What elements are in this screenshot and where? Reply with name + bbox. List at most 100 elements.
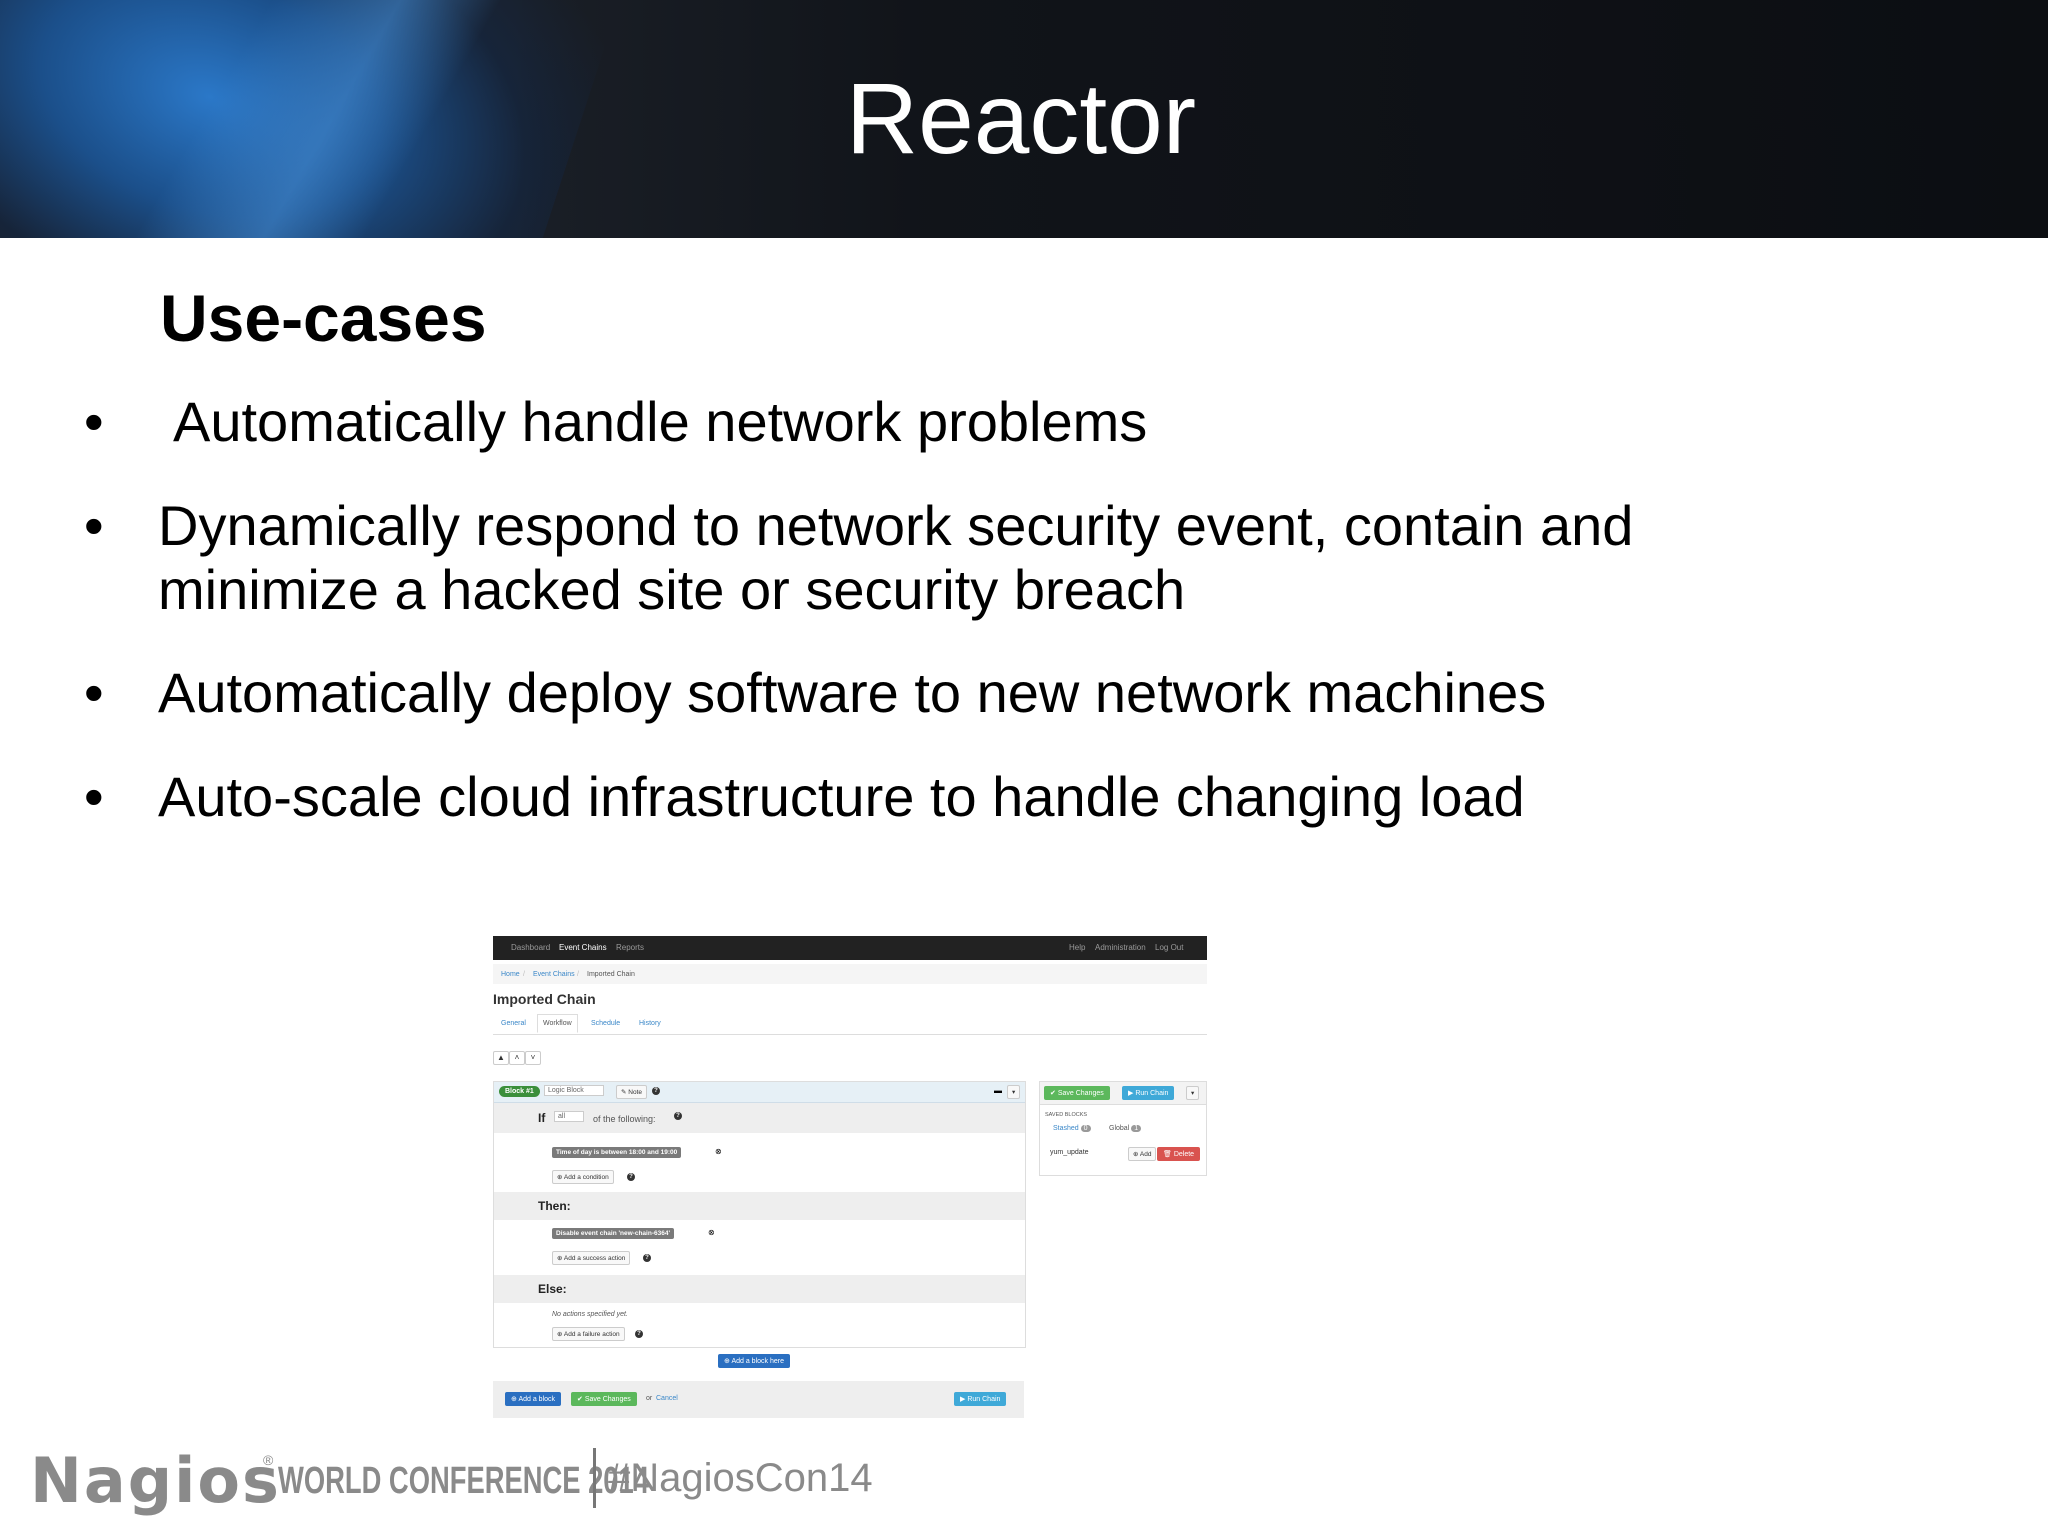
slide-subtitle: Use-cases — [160, 281, 487, 355]
add-success-action-button[interactable]: ⊕ Add a success action — [552, 1251, 631, 1265]
if-label: If — [538, 1111, 546, 1125]
run-chain-label: Run Chain — [967, 1396, 1001, 1403]
nav-administration[interactable]: Administration — [1095, 943, 1146, 952]
slide-title-text: Reactor — [845, 63, 1197, 175]
header-banner — [0, 0, 2048, 238]
add-block-here-button[interactable]: ⊕ Add a block here — [718, 1354, 790, 1368]
else-label: Else: — [538, 1282, 567, 1296]
top-navbar: Dashboard Event Chains Reports Help Admi… — [493, 936, 1207, 960]
tab-stashed-label: Stashed — [1053, 1125, 1079, 1132]
add-block-label: Add a block — [518, 1396, 556, 1403]
breadcrumb-home[interactable]: Home — [501, 971, 520, 978]
comment-icon[interactable]: ▬ — [994, 1086, 1002, 1095]
help-icon[interactable]: ? — [652, 1087, 660, 1095]
side-run-label: Run Chain — [1135, 1090, 1169, 1097]
side-run-button[interactable]: ▶ Run Chain — [1122, 1086, 1175, 1100]
nav-event-chains[interactable]: Event Chains — [559, 943, 607, 952]
remove-condition-icon[interactable]: ⊗ — [715, 1147, 722, 1156]
tab-workflow[interactable]: Workflow — [537, 1014, 578, 1033]
bullet-text: Automatically deploy software to new net… — [158, 661, 1547, 724]
delete-saved-label: Delete — [1173, 1151, 1195, 1158]
if-band: If all of the following: ? — [494, 1103, 1025, 1133]
bullet-text: Automatically handle network problems — [173, 390, 1148, 453]
global-count-badge: 1 — [1131, 1125, 1142, 1132]
breadcrumb-current: Imported Chain — [587, 971, 635, 978]
help-icon[interactable]: ? — [643, 1254, 651, 1262]
save-changes-button[interactable]: ✔ Save Changes — [571, 1392, 637, 1406]
cancel-link[interactable]: Cancel — [656, 1395, 678, 1402]
upload-icon[interactable]: ▲ — [493, 1051, 509, 1065]
add-failure-label: Add a failure action — [563, 1331, 620, 1338]
add-saved-block-button[interactable]: ⊕ Add — [1128, 1147, 1157, 1161]
run-chain-button[interactable]: ▶ Run Chain — [954, 1392, 1007, 1406]
nav-reports[interactable]: Reports — [616, 943, 645, 952]
success-action-pill[interactable]: Disable event chain 'new-chain-6364' — [552, 1228, 674, 1239]
nav-help[interactable]: Help — [1069, 943, 1086, 952]
add-condition-label: Add a condition — [563, 1174, 609, 1181]
event-name: WORLD CONFERENCE 2014 — [278, 1460, 649, 1502]
nagios-logo: Nagios — [30, 1444, 281, 1517]
bullet-dot: • — [84, 661, 104, 724]
help-icon[interactable]: ? — [635, 1330, 643, 1338]
if-suffix: of the following: — [593, 1114, 656, 1124]
tab-bar: General Workflow Schedule History — [493, 1014, 1207, 1035]
page-title: Imported Chain — [493, 991, 596, 1007]
block-header: Block #1 Logic Block ✎ Note ? ▬ ▾ — [494, 1082, 1025, 1103]
remove-action-icon[interactable]: ⊗ — [708, 1228, 715, 1237]
then-band: Then: — [494, 1192, 1025, 1220]
nav-logout[interactable]: Log Out — [1155, 943, 1184, 952]
block-menu-caret[interactable]: ▾ — [1007, 1085, 1021, 1099]
bullet-dot: • — [84, 765, 104, 828]
add-block-button[interactable]: ⊕ Add a block — [505, 1392, 562, 1406]
logo-divider — [593, 1448, 596, 1508]
saved-blocks-panel: ✔ Save Changes ▶ Run Chain ▾ SAVED BLOCK… — [1039, 1081, 1207, 1176]
side-save-button[interactable]: ✔ Save Changes — [1044, 1086, 1110, 1100]
if-mode-select[interactable]: all — [554, 1111, 584, 1122]
bullet-text: Auto-scale cloud infrastructure to handl… — [158, 765, 1525, 828]
save-changes-label: Save Changes — [584, 1396, 631, 1403]
then-label: Then: — [538, 1199, 571, 1213]
side-menu-caret[interactable]: ▾ — [1186, 1086, 1200, 1100]
tab-history[interactable]: History — [639, 1020, 661, 1027]
slide-title: Reactor — [0, 62, 2048, 177]
tab-global[interactable]: Global 1 — [1109, 1125, 1142, 1132]
help-icon[interactable]: ? — [674, 1112, 682, 1120]
banner-shade — [0, 0, 2048, 238]
block-panel: Block #1 Logic Block ✎ Note ? ▬ ▾ If all… — [493, 1081, 1026, 1348]
saved-block-item: yum_update — [1050, 1149, 1089, 1156]
tab-global-label: Global — [1109, 1125, 1130, 1132]
bullet-dot: • — [84, 390, 104, 453]
breadcrumb: Home / Event Chains / Imported Chain — [493, 964, 1207, 984]
tab-general[interactable]: General — [501, 1020, 526, 1027]
help-icon[interactable]: ? — [627, 1173, 635, 1181]
breadcrumb-event-chains[interactable]: Event Chains — [533, 971, 575, 978]
tab-stashed[interactable]: Stashed 0 — [1053, 1125, 1091, 1132]
side-save-label: Save Changes — [1057, 1090, 1104, 1097]
side-actions: ✔ Save Changes ▶ Run Chain ▾ — [1040, 1082, 1206, 1105]
chevron-up-icon[interactable]: ˄ — [509, 1051, 525, 1065]
breadcrumb-separator: / — [523, 971, 525, 978]
note-button-label: Note — [628, 1089, 642, 1096]
note-button[interactable]: ✎ Note — [616, 1085, 647, 1099]
no-actions-text: No actions specified yet. — [552, 1311, 628, 1318]
footer-actions: ⊕ Add a block ✔ Save Changes or Cancel ▶… — [493, 1381, 1024, 1418]
add-failure-action-button[interactable]: ⊕ Add a failure action — [552, 1327, 625, 1341]
block-type-select[interactable]: Logic Block — [544, 1085, 604, 1096]
add-block-here-label: Add a block here — [731, 1358, 784, 1365]
stashed-count-badge: 0 — [1080, 1125, 1091, 1132]
breadcrumb-separator: / — [577, 971, 579, 978]
else-band: Else: — [494, 1275, 1025, 1303]
nav-dashboard[interactable]: Dashboard — [511, 943, 551, 952]
add-condition-button[interactable]: ⊕ Add a condition — [552, 1170, 614, 1184]
saved-blocks-heading: SAVED BLOCKS — [1045, 1112, 1088, 1118]
condition-pill[interactable]: Time of day is between 18:00 and 19:00 — [552, 1147, 682, 1158]
bullet-text: Dynamically respond to network security … — [158, 494, 1634, 621]
registered-mark: ® — [263, 1452, 274, 1468]
tab-schedule[interactable]: Schedule — [591, 1020, 621, 1027]
embedded-app-screenshot: Dashboard Event Chains Reports Help Admi… — [493, 936, 1207, 1418]
delete-saved-block-button[interactable]: 🗑 Delete — [1157, 1147, 1201, 1161]
bullet-dot: • — [84, 494, 104, 557]
add-saved-label: Add — [1139, 1151, 1152, 1158]
chevron-down-icon[interactable]: ˅ — [525, 1051, 541, 1065]
add-success-label: Add a success action — [563, 1255, 626, 1262]
